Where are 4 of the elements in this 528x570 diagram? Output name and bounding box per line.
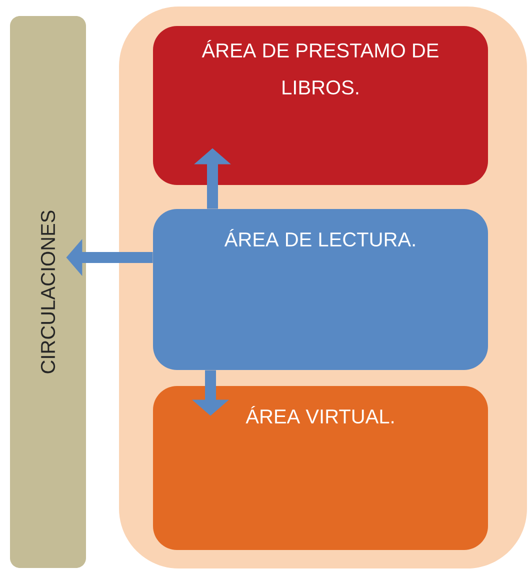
circulation-bar: CIRCULACIONES [10,16,86,568]
area-box: ÁREA DE PRESTAMO DE LIBROS. [153,26,488,185]
area-box: ÁREA DE LECTURA. [153,209,488,370]
area-box: ÁREA VIRTUAL. [153,386,488,550]
